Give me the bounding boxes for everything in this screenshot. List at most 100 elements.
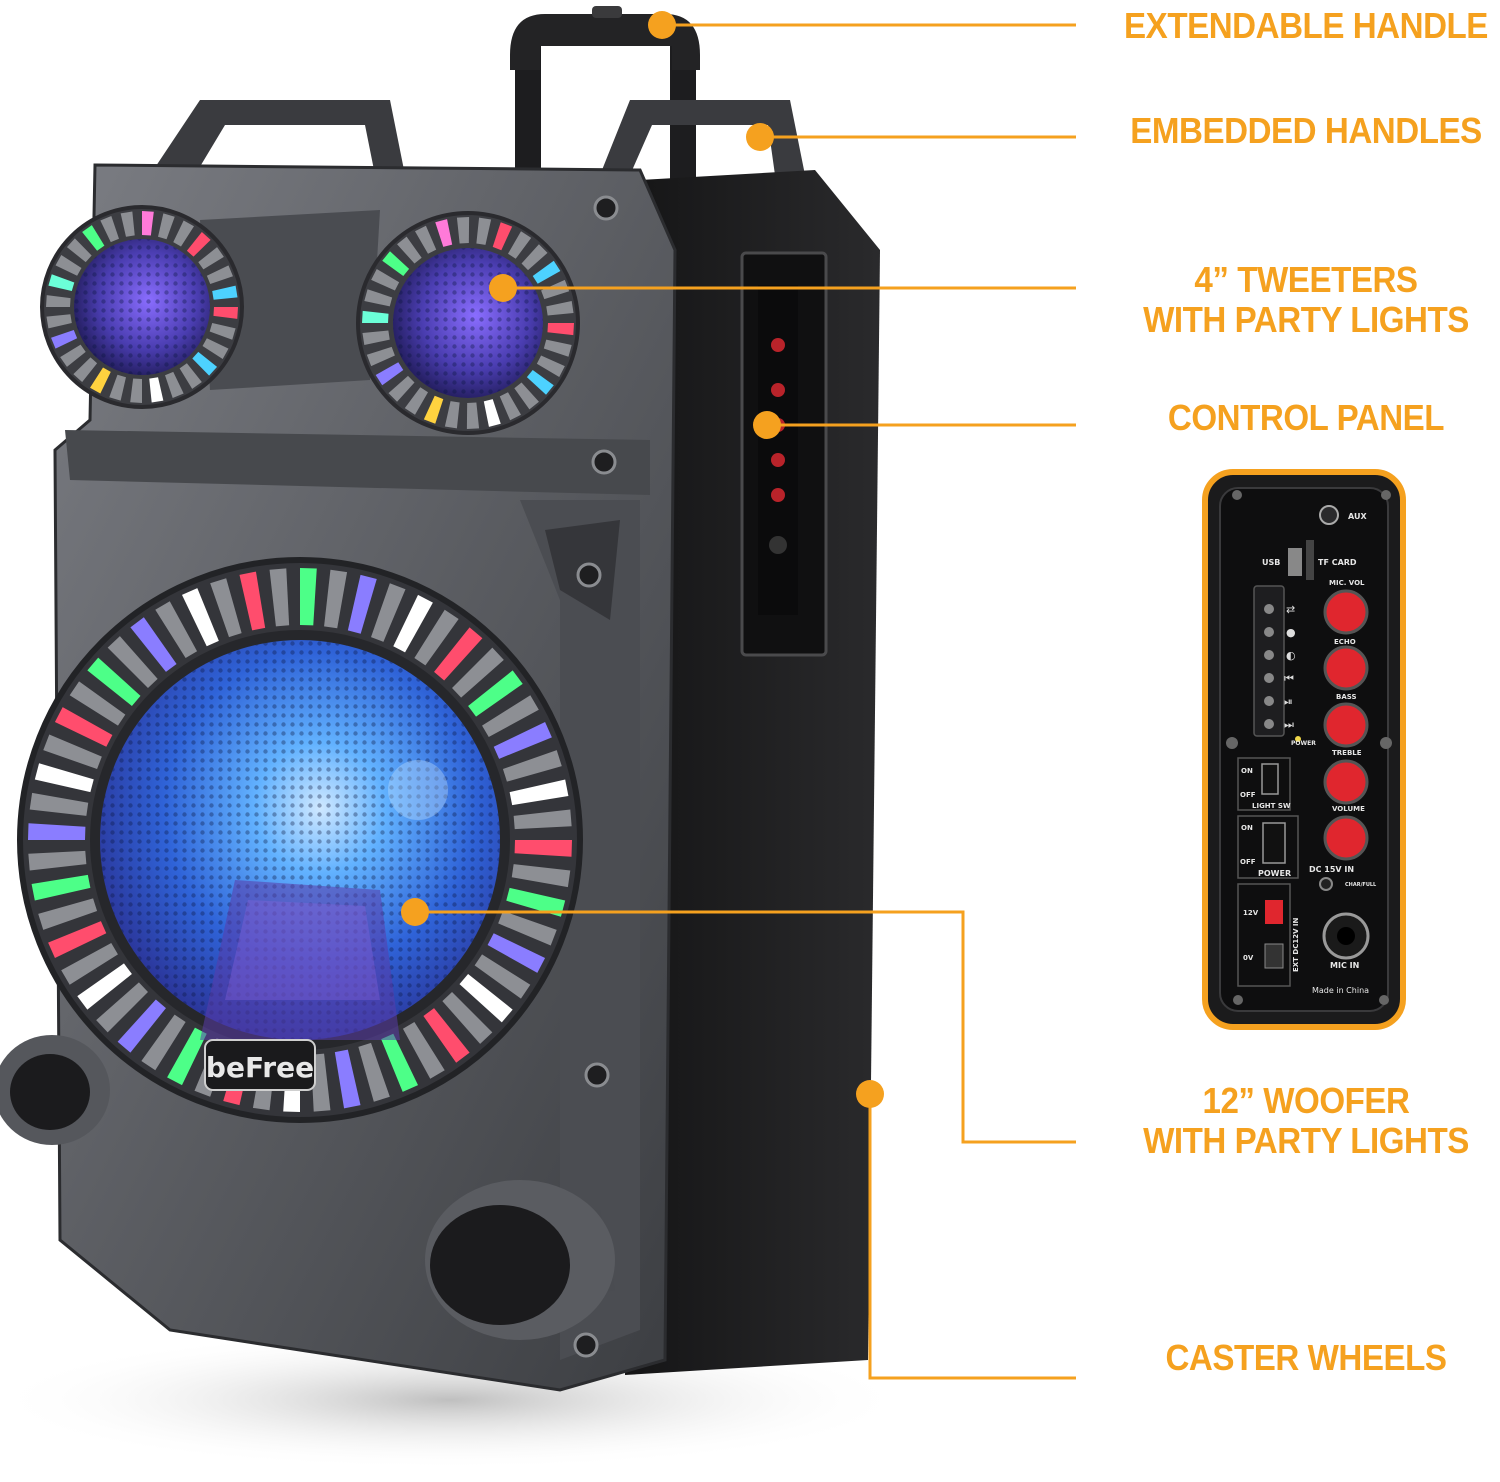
prev-icon: ⏮ — [1284, 672, 1294, 685]
wooferRing-segment — [381, 1033, 419, 1092]
wooferRing-segment — [509, 779, 569, 806]
aux-jack[interactable] — [1319, 505, 1339, 525]
woofer-label: 12” WOOFER WITH PARTY LIGHTS — [1100, 1081, 1500, 1161]
tweeterRingR-segment — [483, 399, 501, 427]
wooferRing-segment — [371, 583, 406, 642]
tweeterRingR-segment — [536, 355, 565, 377]
tweeterRingR-segment — [362, 330, 390, 346]
wooferRing-segment — [61, 942, 118, 985]
mode-button[interactable] — [1264, 604, 1274, 614]
wooferRing-segment — [414, 609, 459, 666]
made-in-label: Made in China — [1312, 986, 1369, 995]
bass-knob[interactable] — [1323, 702, 1369, 748]
echo-knob[interactable] — [1323, 645, 1369, 691]
wooferRing-segment — [43, 734, 102, 769]
dot-embedded-handles — [746, 123, 774, 151]
wooferRing-segment — [334, 1049, 361, 1109]
tweeterRingR-segment — [366, 346, 395, 367]
eq-icon: ◐ — [1286, 649, 1296, 662]
charge-full-label: CHAR/FULL — [1345, 882, 1377, 888]
tweeterRingR-segment — [362, 310, 389, 323]
ext-dc-terminal-0v[interactable] — [1264, 943, 1284, 969]
tweeterRingL-segment — [186, 231, 211, 257]
mic-vol-knob[interactable] — [1323, 589, 1369, 635]
wooferRing-segment — [474, 954, 531, 999]
tweeterRingR-segment — [415, 225, 437, 254]
prev-button[interactable] — [1264, 673, 1274, 683]
tf-card-label: TF CARD — [1318, 558, 1357, 567]
right-bass-port — [425, 1180, 615, 1340]
brand-logo-text: beFree — [206, 1051, 314, 1084]
tweeterRingR-segment — [499, 392, 521, 421]
tweeters-label-line2: WITH PARTY LIGHTS — [1143, 299, 1469, 340]
power-off-label: OFF — [1240, 858, 1256, 866]
tweeterRingL-segment — [46, 314, 72, 329]
dot-tweeters — [489, 274, 517, 302]
repeat-button[interactable] — [1264, 627, 1274, 637]
dc-in-label: DC 15V IN — [1309, 865, 1354, 874]
tf-card-slot[interactable] — [1306, 540, 1314, 580]
wooferRing-segment — [28, 850, 87, 871]
next-button[interactable] — [1264, 719, 1274, 729]
dot-caster-wheels — [856, 1080, 884, 1108]
usb-label: USB — [1262, 558, 1280, 567]
wooferRing-segment — [210, 578, 242, 638]
wooferRing-segment — [107, 636, 158, 688]
wooferRing-segment — [96, 982, 148, 1033]
tweeterRingL-segment — [198, 247, 224, 270]
wooferRing-segment — [358, 1042, 390, 1102]
wooferRing-segment — [31, 874, 91, 901]
treble-label: TREBLE — [1332, 749, 1362, 757]
usb-port[interactable] — [1288, 548, 1302, 576]
dot-control-panel — [753, 411, 781, 439]
side-control-strip — [740, 251, 828, 657]
eq-button[interactable] — [1264, 650, 1274, 660]
tweeterRingL-segment — [173, 220, 194, 247]
play-pause-button[interactable] — [1264, 696, 1274, 706]
tweeterRingL-segment — [48, 274, 75, 291]
player-icons: ⇄ ● ◐ ⏮ ⏯ ⏭ — [1284, 603, 1296, 731]
tweeterRingL-segment — [206, 265, 233, 284]
tweeterRingL-segment — [192, 351, 218, 376]
tweeterRingL-segment — [66, 238, 92, 263]
tweeterRingR-segment — [492, 222, 513, 251]
tweeterRingL-segment — [120, 211, 135, 237]
tweeterRingR-segment — [382, 251, 410, 276]
left-bass-port — [0, 1035, 110, 1145]
wooferRing-segment — [28, 823, 86, 840]
ext-dc-terminal-12v[interactable] — [1265, 900, 1283, 924]
tweeterRingL-segment — [60, 344, 86, 367]
tweeters-label: 4” TWEETERS WITH PARTY LIGHTS — [1100, 260, 1500, 340]
v0-label: 0V — [1243, 954, 1254, 962]
wooferRing-segment — [34, 763, 94, 793]
tweeterRingL-segment — [82, 225, 105, 251]
wooferRing-segment — [155, 601, 198, 658]
volume-knob[interactable] — [1323, 815, 1369, 861]
wooferRing-segment — [482, 695, 539, 738]
dot-extendable-handle — [648, 11, 676, 39]
tweeterRingL-segment — [179, 363, 202, 389]
right-tweeter — [356, 211, 580, 435]
power-on-label: ON — [1241, 824, 1253, 832]
wooferRing-segment — [38, 898, 98, 930]
wooferRing-segment — [324, 569, 348, 629]
wooferRing-segment — [514, 840, 572, 857]
wooferRing-segment — [54, 707, 113, 747]
treble-knob[interactable] — [1323, 759, 1369, 805]
power-switch[interactable] — [1262, 822, 1286, 864]
control-panel-label: CONTROL PANEL — [1167, 397, 1445, 438]
light-switch[interactable] — [1261, 763, 1279, 795]
wooferRing-segment — [502, 750, 562, 782]
wooferRing-segment — [513, 809, 572, 830]
caster-wheels-label: CASTER WHEELS — [1165, 1337, 1447, 1378]
aux-label: AUX — [1348, 512, 1367, 521]
wooferRing-segment — [402, 1022, 445, 1079]
dc-in-jack[interactable] — [1319, 877, 1333, 891]
left-tweeter — [40, 205, 244, 409]
tweeterRingR-segment — [547, 323, 574, 336]
tweeterRingL-segment — [100, 216, 119, 243]
wooferRing-segment — [117, 999, 166, 1053]
wooferRing-segment — [239, 571, 266, 631]
callout-dots — [401, 11, 884, 1108]
